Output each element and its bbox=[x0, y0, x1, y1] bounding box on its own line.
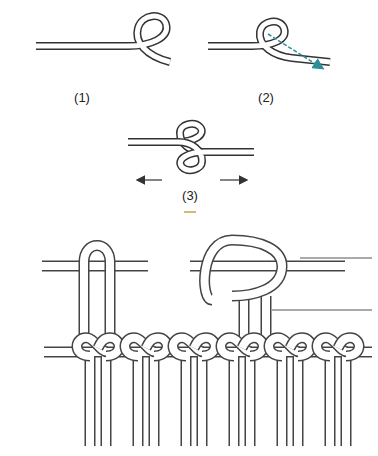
cord bbox=[182, 356, 190, 446]
cord bbox=[194, 338, 215, 356]
cord bbox=[278, 356, 286, 446]
step-number: (2) bbox=[258, 90, 274, 105]
step-number: (3) bbox=[182, 188, 198, 203]
cord bbox=[242, 338, 263, 356]
cord bbox=[197, 356, 208, 446]
cord bbox=[86, 356, 94, 446]
cord bbox=[277, 356, 288, 446]
cord bbox=[150, 356, 158, 446]
cord bbox=[290, 338, 311, 356]
cord bbox=[101, 356, 112, 446]
cord bbox=[85, 356, 96, 446]
cord bbox=[342, 356, 350, 446]
cord bbox=[194, 338, 215, 356]
cord bbox=[325, 356, 336, 446]
cord bbox=[230, 356, 238, 446]
cord bbox=[149, 356, 160, 446]
cord bbox=[338, 338, 359, 356]
step-number: (1) bbox=[74, 90, 90, 105]
cord bbox=[98, 338, 119, 356]
cord bbox=[198, 356, 206, 446]
cord bbox=[338, 338, 359, 356]
cord bbox=[98, 338, 119, 356]
cord bbox=[134, 356, 142, 446]
cord bbox=[290, 338, 311, 356]
cord bbox=[341, 356, 352, 446]
cord bbox=[102, 356, 110, 446]
cord bbox=[229, 356, 240, 446]
cord bbox=[146, 338, 167, 356]
cord bbox=[181, 356, 192, 446]
cord bbox=[293, 356, 304, 446]
cord bbox=[246, 356, 254, 446]
cord bbox=[146, 338, 167, 356]
cord bbox=[242, 338, 263, 356]
cord bbox=[326, 356, 334, 446]
cord bbox=[133, 356, 144, 446]
cord bbox=[245, 356, 256, 446]
cord bbox=[294, 356, 302, 446]
